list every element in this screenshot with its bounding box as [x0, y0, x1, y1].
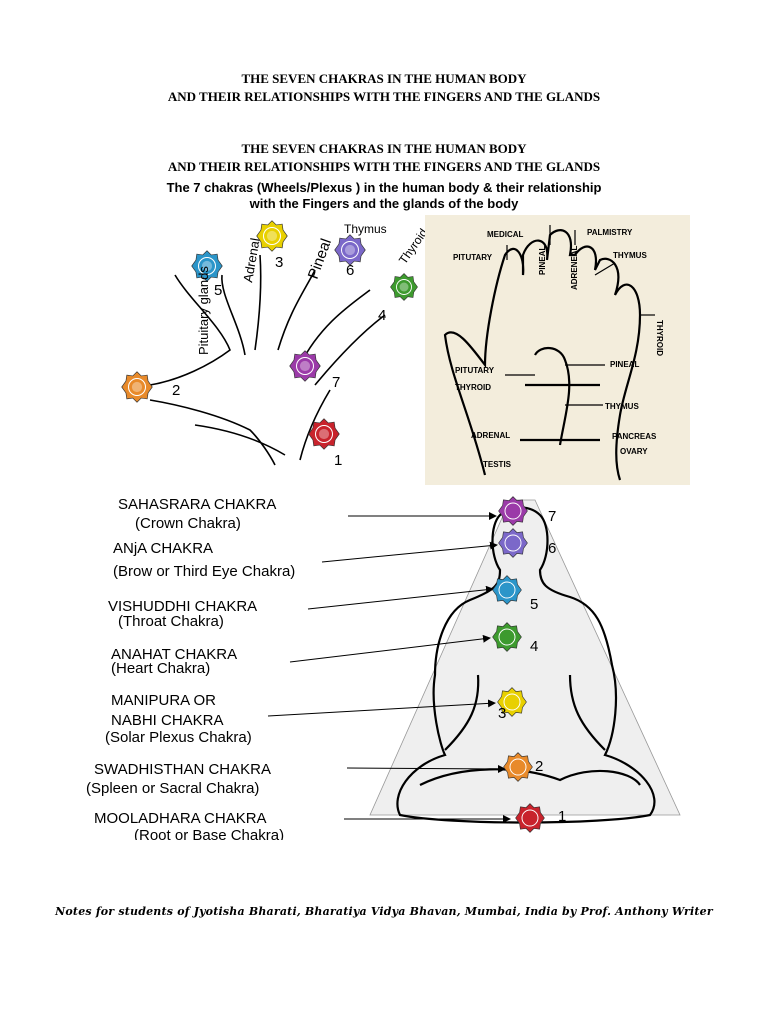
chakra-name-5: VISHUDDHI CHAKRA	[108, 598, 257, 615]
rh-label-pitutary-mid: PITUTARY	[455, 366, 495, 375]
subtitle-line-2: with the Fingers and the glands of the b…	[249, 196, 519, 211]
rh-label-adrenal: ADRENAL	[471, 431, 510, 440]
rh-label-thymus-top: THYMUS	[613, 251, 647, 260]
gland-label-thymus: Thymus	[344, 222, 387, 236]
chakra-arrow-3	[267, 699, 496, 717]
chakra-arrow-6	[321, 541, 498, 563]
chakra-number-5: 5	[530, 596, 538, 613]
chakra-stone-7	[498, 496, 528, 526]
chakra-number-6: 6	[548, 540, 556, 557]
chakra-name-6: ANjA CHAKRA	[113, 540, 213, 557]
finger-number-3: 3	[275, 254, 283, 271]
finger-number-7: 7	[332, 374, 340, 391]
rh-label-pancreas: PANCREAS	[612, 432, 657, 441]
gland-label-pineal: Pineal	[305, 236, 335, 281]
figure-outline	[396, 506, 656, 824]
chakra-alias-3: (Solar Plexus Chakra)	[105, 729, 252, 746]
rh-label-thyroid-mid: THYROID	[455, 383, 491, 392]
chakra-alias-1: (Root or Base Chakra)	[134, 827, 284, 840]
rh-label-adreneal-top: ADRENEAL	[570, 245, 579, 290]
rh-label-ovary: OVARY	[620, 447, 648, 456]
finger-number-4: 4	[378, 307, 386, 324]
chakra-alias-5: (Throat Chakra)	[118, 613, 224, 630]
title-1-line-2: AND THEIR RELATIONSHIPS WITH THE FINGERS…	[167, 89, 601, 104]
chakra-alias-6: (Brow or Third Eye Chakra)	[113, 563, 295, 580]
chakra-stone-2	[503, 752, 533, 782]
chakra-number-7: 7	[548, 508, 556, 525]
title-1-line-1: THE SEVEN CHAKRAS IN THE HUMAN BODY	[241, 71, 527, 86]
title-2-line-1: THE SEVEN CHAKRAS IN THE HUMAN BODY	[241, 141, 527, 156]
chakra-name2-3: NABHI CHAKRA	[111, 712, 224, 729]
rh-label-thymus-mid: THYMUS	[605, 402, 639, 411]
hand-outline	[149, 274, 231, 386]
chakra-number-3: 3	[498, 705, 506, 722]
palm-outline	[443, 229, 642, 481]
chakra-number-4: 4	[530, 638, 538, 655]
left-hand-diagram: Pituitary glands Adrenal Pineal Thymus T…	[121, 220, 430, 469]
chakra-alias-7: (Crown Chakra)	[135, 515, 241, 532]
chakra-name-2: SWADHISTHAN CHAKRA	[94, 761, 271, 778]
chakra-number-2: 2	[535, 758, 543, 775]
rh-label-testis: TESTIS	[483, 460, 512, 469]
finger-number-6: 6	[346, 262, 354, 279]
finger-number-1: 1	[334, 452, 342, 469]
gland-label-pituitary: Pituitary glands	[196, 266, 211, 355]
chakra-stone-6	[498, 528, 528, 558]
rh-label-pineal-top: PINEAL	[538, 246, 547, 275]
chakra-number-1: 1	[558, 808, 566, 825]
finger-number-2: 2	[172, 382, 180, 399]
right-hand-diagram: MEDICAL PALMISTRY PITUTARY PINEAL ADRENE…	[425, 215, 690, 485]
finger-number-5: 5	[214, 282, 222, 299]
chakra-name-3: MANIPURA OR	[111, 692, 216, 709]
chakra-alias-2: (Spleen or Sacral Chakra)	[86, 780, 259, 797]
gland-label-adrenal: Adrenal	[240, 237, 263, 284]
chakra-arrow-5	[307, 585, 494, 610]
footer-credit: Notes for students of Jyotisha Bharati, …	[55, 905, 713, 918]
chakra-stone-5	[492, 575, 522, 605]
rh-label-medical: MEDICAL	[487, 230, 524, 239]
rh-label-thyroid-side: THYROID	[655, 320, 664, 356]
subtitle-line-1: The 7 chakras (Wheels/Plexus ) in the hu…	[166, 180, 602, 195]
seated-figure-diagram	[369, 499, 681, 824]
chakra-name-1: MOOLADHARA CHAKRA	[94, 810, 267, 827]
chakra-stone-1	[515, 803, 545, 833]
chakra-alias-4: (Heart Chakra)	[111, 660, 210, 677]
chakra-name-4: ANAHAT CHAKRA	[111, 646, 237, 663]
rh-label-palmistry: PALMISTRY	[587, 228, 633, 237]
rh-label-pineal-mid: PINEAL	[610, 360, 639, 369]
title-2-line-2: AND THEIR RELATIONSHIPS WITH THE FINGERS…	[167, 159, 601, 174]
chakra-name-7: SAHASRARA CHAKRA	[118, 496, 276, 513]
chakra-arrow-2	[346, 764, 506, 773]
rh-label-pitutary-top: PITUTARY	[453, 253, 493, 262]
chakra-arrow-4	[289, 634, 491, 663]
chakra-stone-4	[492, 622, 522, 652]
